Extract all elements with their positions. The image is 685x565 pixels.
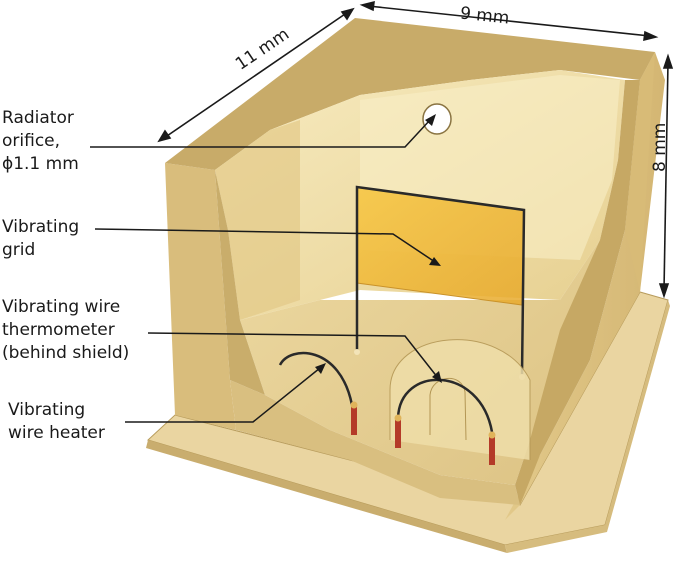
right-wall-front [625, 52, 655, 292]
thermometer-shield [389, 339, 531, 460]
label-grid-line-1: Vibrating [2, 217, 80, 237]
arrowhead-grid [429, 257, 441, 266]
arrowhead-thermometer [432, 371, 442, 383]
label-grid-line-2: grid [2, 240, 36, 260]
label-thermometer-line-1: Vibrating wire [2, 297, 121, 317]
radiator-orifice [422, 103, 452, 135]
shield-inner [429, 377, 467, 441]
leader-grid [94, 228, 436, 263]
dimension-height-label: 8 mm [650, 122, 670, 172]
thermometer-post-left [395, 418, 401, 448]
base-plate-edge [146, 440, 507, 553]
label-thermometer-line-2: thermometer [2, 320, 115, 340]
label-radiator-orifice: Radiator orifice, ϕ1.1 mm [2, 107, 79, 176]
floor-front [230, 380, 520, 505]
leader-radiator [90, 119, 431, 148]
interior-left-shade [215, 120, 300, 320]
label-vibrating-grid: Vibrating grid [2, 216, 79, 262]
cut-edge-right [515, 80, 640, 505]
dimension-width-arrow [359, 0, 659, 42]
label-radiator-line-2: orifice, [2, 131, 61, 151]
heater-wire [278, 351, 354, 406]
label-thermometer-line-3: (behind shield) [2, 343, 130, 363]
label-heater-line-2: wire heater [8, 423, 105, 443]
leader-heater [125, 367, 321, 423]
top-rim [165, 18, 655, 170]
dimension-height-arrow [658, 53, 674, 299]
label-vibrating-wire-thermometer: Vibrating wire thermometer (behind shiel… [2, 296, 129, 365]
cut-edge-left [215, 170, 265, 395]
heater-post [351, 405, 357, 435]
grid-wire [355, 185, 526, 376]
label-heater-line-1: Vibrating [8, 400, 86, 420]
dimension-depth-arrow [157, 7, 355, 143]
arrowhead-heater [315, 363, 326, 374]
arrowhead-radiator [425, 114, 436, 126]
label-radiator-line-3: ϕ1.1 mm [2, 154, 79, 174]
label-radiator-line-1: Radiator [2, 108, 74, 128]
leader-thermometer [147, 332, 439, 379]
label-vibrating-wire-heater: Vibrating wire heater [8, 399, 105, 445]
thermometer-post-right [489, 435, 495, 465]
